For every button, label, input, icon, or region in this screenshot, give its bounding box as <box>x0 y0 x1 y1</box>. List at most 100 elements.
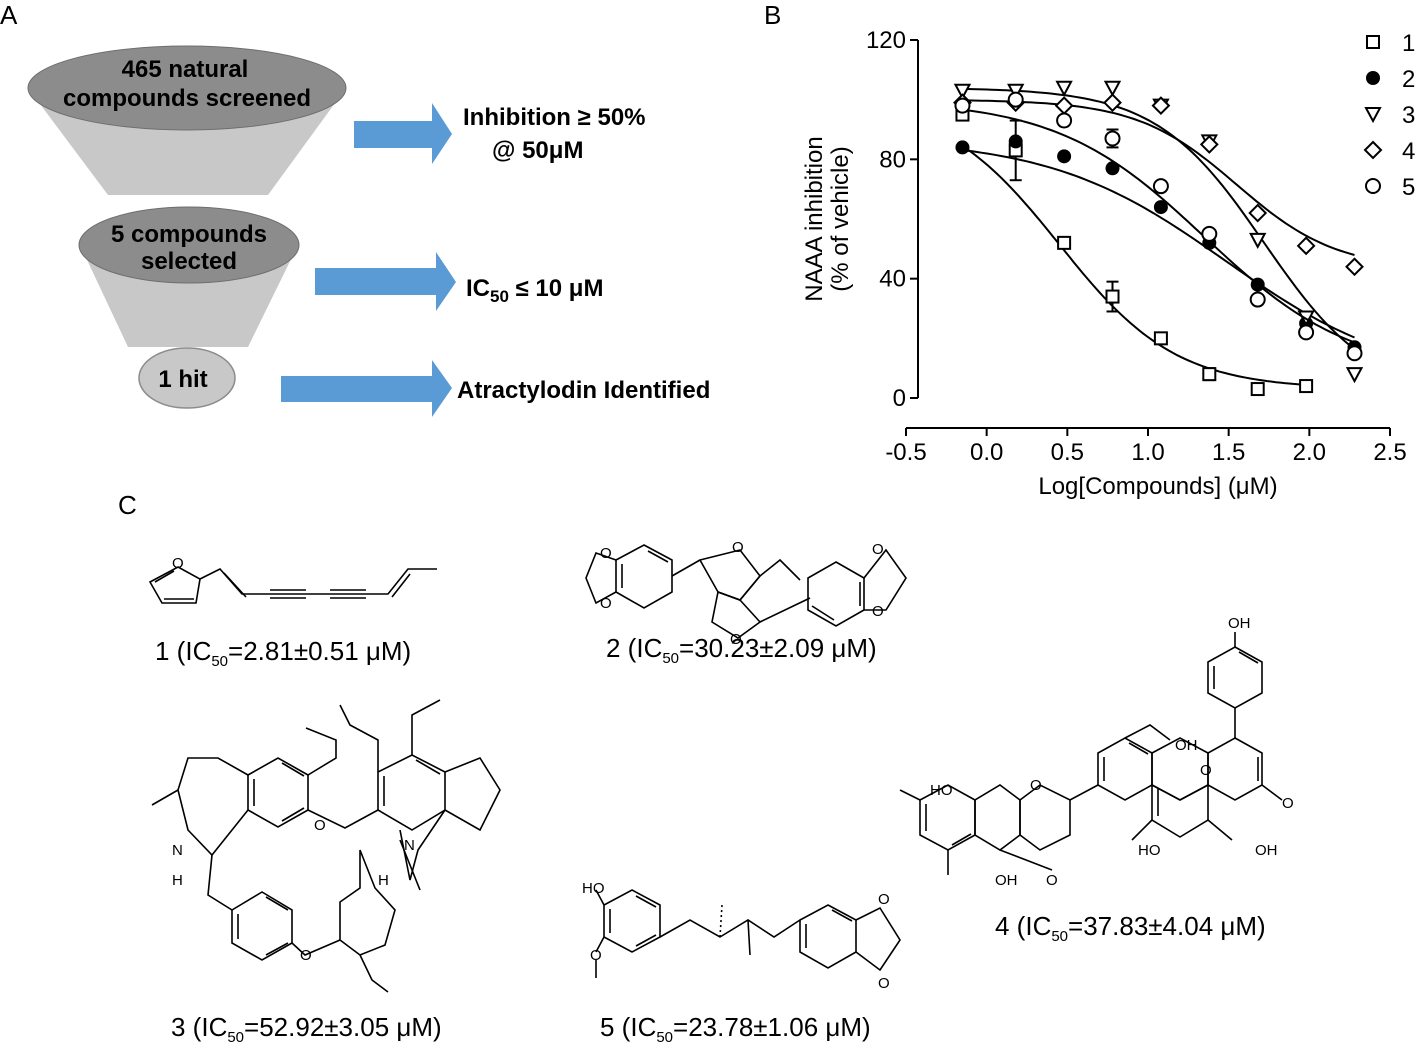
legend-label-4: 4 <box>1402 138 1415 165</box>
legend-label-3: 3 <box>1402 102 1415 129</box>
x-tick-label: 0.5 <box>1051 439 1084 466</box>
fit-curve-series-4 <box>962 99 1355 256</box>
panel-label-b: B <box>764 0 782 30</box>
atom-h: H <box>378 872 389 889</box>
atom-o: O <box>732 539 744 556</box>
y-tick-label: 80 <box>879 146 906 173</box>
compound-2-caption: 2 (IC50=30.23±2.09 μM) <box>606 633 877 668</box>
data-point-series-1 <box>1057 235 1072 250</box>
fit-curve-series-3 <box>962 87 1356 350</box>
atom-o: O <box>600 545 612 562</box>
x-tick-label: 2.0 <box>1293 439 1326 466</box>
data-point-series-5 <box>1056 112 1073 129</box>
compound-4-caption: 4 (IC50=37.83±4.04 μM) <box>995 911 1266 946</box>
panel-label-a: A <box>0 0 18 30</box>
stage2-line2: selected <box>141 248 237 275</box>
structure-compound-2 <box>585 544 907 639</box>
data-point-series-3 <box>1007 83 1025 100</box>
y-tick-label: 40 <box>879 266 906 293</box>
funnel-ellipse-3 <box>138 347 236 409</box>
data-point-series-3 <box>1055 80 1073 97</box>
atom-ho: HO <box>582 880 605 897</box>
y-axis-label-2: (% of vehicle) <box>827 146 854 291</box>
atom-ho: HO <box>1138 842 1161 859</box>
legend-marker-3 <box>1364 107 1382 124</box>
arrow-2 <box>315 252 456 311</box>
criterion-3: Atractylodin Identified <box>457 377 710 404</box>
x-tick-label: 0.0 <box>970 439 1003 466</box>
atom-n: N <box>404 837 415 854</box>
data-point-series-2 <box>1008 134 1023 149</box>
fit-curve-series-5 <box>962 108 1355 344</box>
x-tick-label: -0.5 <box>885 439 926 466</box>
x-axis-label: Log[Compounds] (μM) <box>1038 473 1277 500</box>
data-point-series-2 <box>1057 149 1072 164</box>
stage1-line2: compounds screened <box>63 85 311 112</box>
atom-oh: OH <box>1228 615 1251 632</box>
data-point-series-1 <box>1299 379 1314 394</box>
data-point-series-3 <box>1103 80 1122 97</box>
criterion-1-line1: Inhibition ≥ 50% <box>463 104 646 131</box>
data-point-series-4 <box>1296 236 1316 256</box>
funnel-ellipse-1 <box>27 45 347 131</box>
data-point-series-5 <box>1104 130 1121 147</box>
legend-label-5: 5 <box>1402 174 1415 201</box>
structure-compound-3 <box>151 699 501 993</box>
legend-marker-4 <box>1363 140 1383 160</box>
x-tick-label: 2.5 <box>1373 439 1406 466</box>
data-point-series-5 <box>1249 291 1266 308</box>
atom-o: O <box>872 603 884 620</box>
fit-curve-series-2 <box>962 149 1355 339</box>
atom-oh: OH <box>1175 737 1198 754</box>
atom-o: O <box>172 555 184 572</box>
atom-h: H <box>172 872 183 889</box>
criterion-1-line2: @ 50μM <box>492 137 583 164</box>
structure-compound-1 <box>148 566 437 604</box>
data-point-series-5 <box>954 97 971 114</box>
x-tick-label: 1.5 <box>1212 439 1245 466</box>
data-point-series-4 <box>1345 257 1364 277</box>
data-point-series-2 <box>1105 161 1120 176</box>
data-point-series-5 <box>1152 178 1169 195</box>
y-tick-label: 120 <box>866 27 906 54</box>
atom-o: O <box>590 947 602 964</box>
chemical-structures: O O O O O O O N H N H O O OH OH O O HO O… <box>148 539 1294 993</box>
legend-label-1: 1 <box>1402 30 1415 57</box>
screening-funnel: 465 natural compounds screened 5 compoun… <box>27 45 710 417</box>
atom-o: O <box>878 975 890 992</box>
atom-o: O <box>730 631 742 648</box>
legend-marker-1 <box>1366 35 1380 49</box>
data-point-series-4 <box>1103 93 1122 113</box>
atom-ho: HO <box>930 782 953 799</box>
stage2-line1: 5 compounds <box>111 221 267 248</box>
atom-o: O <box>1030 777 1042 794</box>
atom-o: O <box>314 817 326 834</box>
data-point-series-4 <box>1199 135 1219 154</box>
structure-compound-5 <box>595 889 901 978</box>
data-point-series-5 <box>1298 324 1315 341</box>
stage1-line1: 465 natural <box>122 56 249 83</box>
data-point-series-4 <box>1248 203 1268 223</box>
y-axis-label: NAAA inhibition <box>801 136 828 301</box>
atom-o: O <box>1046 872 1058 889</box>
atom-oh: OH <box>995 872 1018 889</box>
data-point-series-3 <box>1249 232 1267 249</box>
data-point-series-1 <box>1202 367 1217 382</box>
data-point-series-2 <box>955 140 970 155</box>
data-point-series-1 <box>1105 289 1120 304</box>
atom-o: O <box>872 541 884 558</box>
atom-o: O <box>300 947 312 964</box>
atom-oh: OH <box>1255 842 1278 859</box>
panel-label-c: C <box>118 490 137 520</box>
legend-marker-2 <box>1366 71 1380 85</box>
atom-o: O <box>1200 762 1212 779</box>
data-point-series-1 <box>1153 331 1168 346</box>
data-point-series-3 <box>1345 367 1364 384</box>
data-point-series-4 <box>1151 96 1171 116</box>
data-point-series-5 <box>1346 345 1363 362</box>
arrow-1 <box>354 103 452 164</box>
structure-compound-4 <box>899 632 1283 875</box>
y-tick-label: 0 <box>893 385 906 412</box>
atom-o: O <box>878 891 890 908</box>
x-tick-label: 1.0 <box>1131 439 1164 466</box>
